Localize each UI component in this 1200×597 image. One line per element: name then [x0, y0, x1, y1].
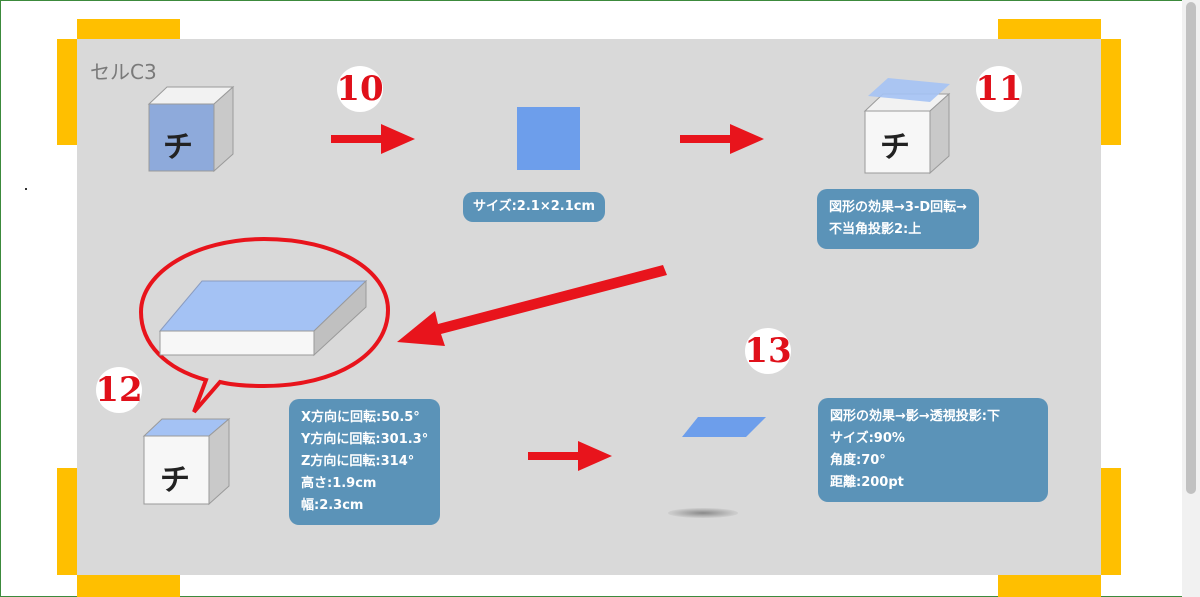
scrollbar-thumb[interactable]	[1186, 2, 1196, 494]
corner-bottom-left-v	[57, 468, 77, 575]
flat-blue-square[interactable]	[517, 107, 580, 170]
rotation-width: 幅:2.3cm	[301, 498, 364, 513]
arrow-right-1	[331, 124, 415, 154]
perspective-shadow	[668, 508, 738, 518]
shadow-info-box: 図形の効果→影→透視投影:下 サイズ:90% 角度:70° 距離:200pt	[818, 398, 1048, 502]
shadow-line4: 距離:200pt	[830, 475, 904, 490]
cube-start-glyph: チ	[163, 130, 193, 165]
corner-bottom-right-v	[1101, 468, 1121, 575]
shadow-line3: 角度:70°	[830, 453, 886, 468]
rotation-x: X方向に回転:50.5°	[301, 410, 420, 425]
size-info-box: サイズ:2.1×2.1cm	[463, 192, 606, 222]
corner-top-left-h	[77, 19, 180, 39]
arrow-diagonal	[397, 265, 667, 346]
cube-rotated-top-glyph: チ	[880, 130, 910, 165]
corner-bottom-left-h	[77, 575, 180, 597]
flat-slab[interactable]	[158, 279, 370, 359]
rotation-z: Z方向に回転:314°	[301, 454, 415, 469]
effect-3d-line1: 図形の効果→3-D回転→	[829, 200, 968, 215]
size-info-text: サイズ:2.1×2.1cm	[473, 199, 596, 214]
rotation-info-box: X方向に回転:50.5° Y方向に回転:301.3° Z方向に回転:314° 高…	[289, 399, 441, 525]
corner-top-right-h	[998, 19, 1101, 39]
rotation-y: Y方向に回転:301.3°	[301, 432, 429, 447]
cube-start[interactable]	[146, 84, 236, 174]
perspective-plane[interactable]	[680, 415, 768, 439]
cube-blue-top[interactable]	[141, 416, 233, 508]
corner-top-right-v	[1101, 39, 1121, 145]
corner-bottom-right-h	[998, 575, 1101, 597]
cube-rotated-top[interactable]	[862, 76, 954, 176]
effect-3d-info-box: 図形の効果→3-D回転→ 不当角投影2:上	[817, 189, 980, 249]
step-10-badge: 10	[336, 66, 384, 112]
shadow-line2: サイズ:90%	[830, 431, 905, 446]
step-12-badge: 12	[95, 367, 143, 413]
step-13-badge: 13	[744, 328, 792, 374]
effect-3d-line2: 不当角投影2:上	[829, 222, 922, 237]
rotation-height: 高さ:1.9cm	[301, 476, 377, 491]
step-11-badge: 11	[975, 66, 1023, 112]
stray-dot	[25, 188, 27, 190]
cell-label: セルC3	[90, 60, 157, 84]
vertical-scrollbar[interactable]	[1182, 0, 1200, 597]
cube-blue-top-glyph: チ	[160, 463, 190, 498]
corner-top-left-v	[57, 39, 77, 145]
arrow-right-2	[680, 124, 764, 154]
shadow-line1: 図形の効果→影→透視投影:下	[830, 409, 1000, 424]
arrow-right-3	[528, 441, 612, 471]
callout-ellipse	[138, 236, 391, 414]
